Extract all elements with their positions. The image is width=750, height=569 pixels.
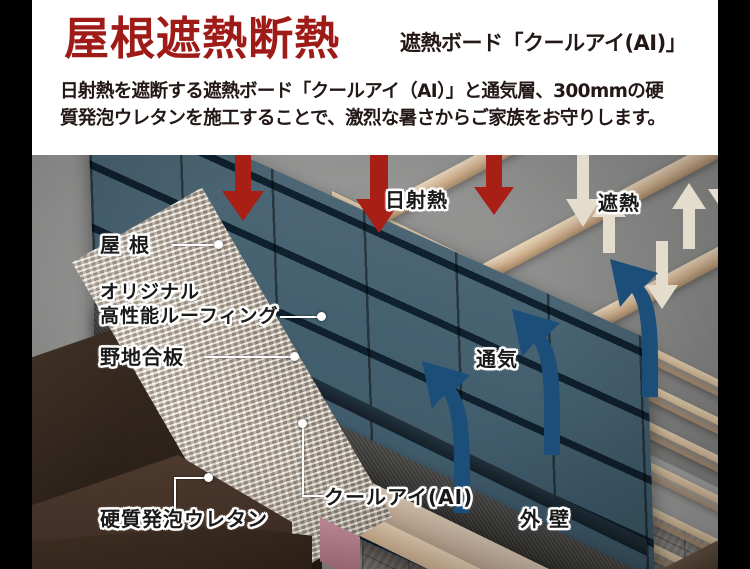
label-urethane-foam: 硬質発泡ウレタン (100, 507, 268, 531)
leader-dot-roof (214, 240, 223, 249)
description-line-1: 日射熱を遮断する遮熱ボード「クールアイ（AI）」と通気層、300mmの硬 (60, 81, 664, 102)
label-roof: 屋 根 (100, 233, 150, 257)
leader-dot-urethane (204, 473, 213, 482)
label-solar-heat: 日射熱 (385, 188, 448, 212)
label-roofing-line2: 高性能ルーフィング (100, 305, 279, 327)
label-heat-shield: 遮熱 (598, 191, 640, 215)
leader-line-cooleye-horizontal (302, 495, 324, 497)
leader-dot-sheathing (290, 352, 299, 361)
solar-heat-arrow-1 (222, 155, 264, 225)
description-text: 日射熱を遮断する遮熱ボード「クールアイ（AI）」と通気層、300mmの硬 質発泡… (60, 78, 718, 132)
label-sheathing: 野地合板 (100, 345, 184, 369)
heat-shield-arrow-up-2 (672, 183, 706, 249)
ventilation-arrow-1 (410, 345, 498, 513)
roof-section-illustration: 日射熱 遮熱 (32, 155, 718, 569)
title-row: 屋根遮熱断熱 遮熱ボード「クールアイ(AI)」 (32, 8, 718, 70)
ventilation-arrow-2 (502, 295, 590, 455)
label-cool-eye: クールアイ(AI) (324, 485, 474, 509)
label-roofing-line1: オリジナル (100, 281, 201, 303)
heat-shield-arrow-down-3 (646, 241, 678, 313)
leader-line-sheathing (204, 356, 294, 358)
leader-line-cooleye-vertical (302, 423, 304, 497)
page-title: 屋根遮熱断熱 (64, 12, 341, 65)
label-ventilation: 通気 (476, 347, 518, 371)
page-subtitle: 遮熱ボード「クールアイ(AI)」 (400, 31, 687, 55)
heat-shield-arrow-up-1 (592, 191, 626, 253)
heat-shield-arrow-down-2 (708, 155, 718, 217)
heat-shield-arrow-down-1 (566, 155, 600, 231)
description-line-2: 質発泡ウレタンを施工することで、激烈な暑さからご家族をお守りします。 (60, 108, 666, 129)
leader-line-roofing (280, 316, 322, 318)
leader-dot-cooleye (298, 419, 307, 428)
ventilation-arrow-3 (602, 247, 690, 397)
leader-line-urethane-vertical (174, 477, 176, 511)
header-band: 屋根遮熱断熱 遮熱ボード「クールアイ(AI)」 日射熱を遮断する遮熱ボード「クー… (32, 0, 718, 155)
leader-line-urethane-horizontal (174, 477, 208, 479)
leader-dot-roofing (317, 312, 326, 321)
label-exterior-wall: 外 壁 (520, 507, 570, 531)
solar-heat-arrow-3 (474, 155, 514, 219)
leader-line-roof (172, 244, 218, 246)
solar-heat-arrow-2 (356, 155, 402, 237)
